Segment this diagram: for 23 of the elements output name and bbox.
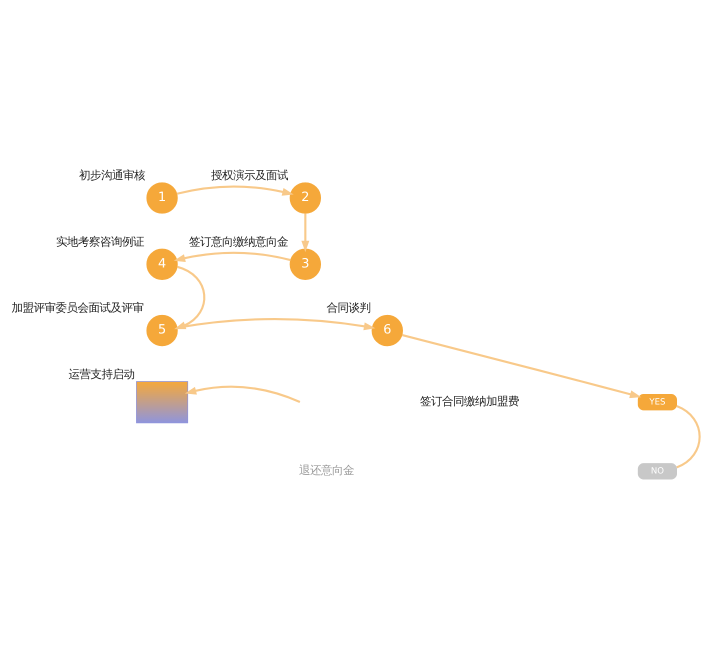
node-box (136, 381, 188, 424)
arrow (402, 334, 642, 398)
node-box: YES (638, 394, 678, 410)
node-label: 签订意向缴纳意向金 (188, 234, 288, 248)
node-label: 合同谈判 (326, 300, 370, 315)
node-circle: 1 (146, 182, 178, 214)
node-label: 加盟评审委员会面试及评审 (11, 300, 144, 315)
node-circle: 3 (290, 248, 322, 280)
node-circle: 4 (146, 248, 178, 280)
node-text: 退还意向金 (299, 463, 354, 478)
connector (676, 405, 701, 468)
node-circle: 2 (290, 182, 322, 214)
arrow (176, 185, 294, 196)
node-text: 签订合同缴纳加盟费 (420, 394, 519, 408)
arrow (301, 213, 310, 252)
node-circle: 6 (372, 314, 403, 346)
node-label: 初步沟通审核 (79, 168, 146, 182)
arrow (174, 252, 291, 262)
node-label: 实地考察咨询例证 (56, 234, 144, 248)
node-label: 运营支持启动 (68, 366, 135, 381)
node-circle: 5 (146, 314, 178, 346)
node-label: 授权演示及面试 (210, 168, 288, 182)
arrow (184, 386, 300, 403)
